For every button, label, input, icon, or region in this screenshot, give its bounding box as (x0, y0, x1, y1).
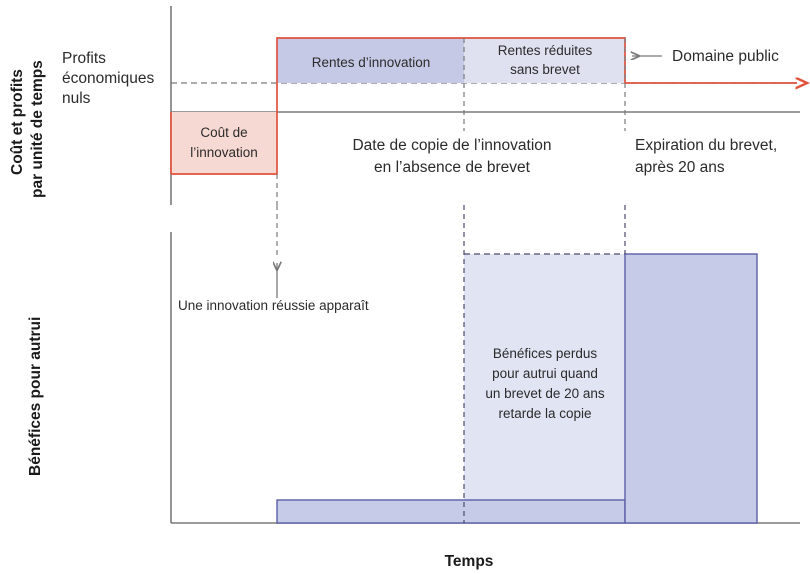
x-axis-title: Temps (445, 553, 494, 570)
innovation-rents-label: Rentes d’innovation (312, 55, 431, 70)
copy-date-label-line2: en l’absence de brevet (374, 159, 531, 176)
profit-cost-step-line (171, 37, 626, 175)
zero-profit-label-line1: Profits (62, 50, 106, 67)
innovation-appears-label: Une innovation réussie apparaît (178, 298, 369, 313)
cost-box-label-line1: Coût de (200, 125, 247, 140)
top-y-axis-title-line1: Coût et profits (9, 69, 26, 175)
lost-benefits-area (464, 254, 625, 523)
patent-expiry-label-line2: après 20 ans (635, 159, 725, 176)
lost-benefits-label-line4: retarde la copie (498, 406, 591, 421)
lost-benefits-label-line2: pour autrui quand (492, 366, 598, 381)
lost-benefits-label-line3: un brevet de 20 ans (485, 386, 605, 401)
top-y-axis-title-line2: par unité de temps (29, 60, 46, 198)
post-expiry-benefits-bar (624, 253, 758, 524)
copy-date-label-line1: Date de copie de l’innovation (352, 137, 551, 154)
cost-of-innovation-area (171, 112, 277, 174)
cost-box-label-line2: l’innovation (190, 145, 258, 160)
domaine-public-label: Domaine public (672, 48, 779, 65)
pre-copy-benefits-bar (276, 499, 626, 524)
bottom-y-axis-title: Bénéfices pour autrui (27, 317, 44, 476)
zero-profit-label-line2: économiques (62, 70, 154, 87)
reduced-rents-area (464, 38, 625, 83)
reduced-rents-label-line1: Rentes réduites (498, 43, 593, 58)
innovation-rents-area (277, 38, 464, 83)
zero-profit-label-line3: nuls (62, 90, 91, 107)
patent-expiry-label-line1: Expiration du brevet, (635, 137, 777, 154)
lost-benefits-label-line1: Bénéfices perdus (493, 346, 598, 361)
reduced-rents-label-line2: sans brevet (510, 62, 580, 77)
